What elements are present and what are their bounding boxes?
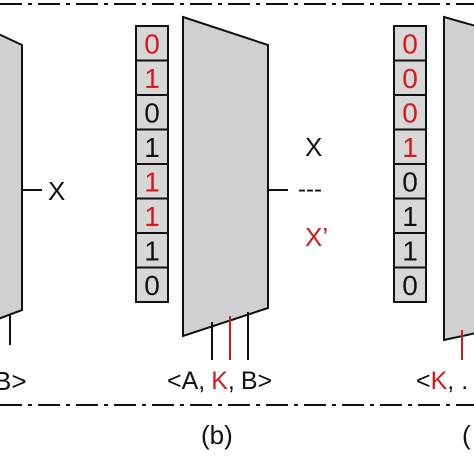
- panel-c-key-cell: [393, 197, 427, 234]
- panel-a-mux: [0, 33, 23, 320]
- panel-b-input-open: <A,: [167, 367, 205, 395]
- panel-b-input-key: K: [211, 367, 228, 395]
- panel-b-key-bit: 1: [144, 166, 160, 197]
- panel-c-input-open: <: [416, 367, 431, 395]
- panel-c-key-bit: 1: [402, 132, 418, 163]
- panel-b-key-cell: [135, 163, 169, 200]
- panel-c-key-cell: [393, 59, 427, 96]
- panel-b-key-cell: [135, 197, 169, 234]
- panel-a-output-label: X: [48, 176, 65, 206]
- panel-b-output-x: X: [305, 132, 322, 162]
- panel-c-key-bit: 0: [402, 63, 418, 94]
- panel-b-input-close: B>: [241, 367, 272, 395]
- panel-b-key-bit: 0: [144, 28, 160, 59]
- panel-a-inputs-label: B>: [0, 366, 27, 396]
- panel-c-key-bit: 0: [402, 28, 418, 59]
- panel-c-key-cell: [393, 232, 427, 269]
- panel-b-key-bit: 1: [144, 63, 160, 94]
- panel-b-input-sep: ,: [228, 367, 235, 395]
- panel-b-inputs-label: <A,K,B>: [167, 367, 272, 395]
- panel-b-key-bit: 1: [144, 201, 160, 232]
- panel-b-key-bit: 1: [144, 235, 160, 266]
- panel-b-key-bit: 0: [144, 270, 160, 301]
- panel-c-key-bit: 1: [402, 235, 418, 266]
- panel-c-input-key: K: [431, 367, 448, 395]
- panel-b-output-xprime: X’: [305, 222, 328, 252]
- panel-c-input-sep: , .: [447, 367, 468, 395]
- panel-c-inputs-label: <K, .: [416, 367, 468, 395]
- panel-b-key-cell: [135, 25, 169, 62]
- panel-c-key-cell: [393, 266, 427, 303]
- panel-c-key-bit: 0: [402, 97, 418, 128]
- panel-c-key-bit: 0: [402, 166, 418, 197]
- panel-b-output-dash: ---: [298, 176, 322, 203]
- panel-b-key-cell: [135, 232, 169, 269]
- panel-b-key-cell: [135, 94, 169, 131]
- panel-a: X B>: [0, 33, 65, 396]
- panel-b-key-cell: [135, 266, 169, 303]
- panel-b-caption: (b): [201, 420, 233, 450]
- panel-b-key-bit: 0: [144, 97, 160, 128]
- panel-b-key-bit: 1: [144, 132, 160, 163]
- panel-c-key-bit: 0: [402, 270, 418, 301]
- panel-b-mux: [182, 15, 269, 338]
- panel-c-mux: [443, 15, 474, 342]
- panel-c-key-bit: 1: [402, 201, 418, 232]
- panel-c-caption: (: [462, 420, 471, 450]
